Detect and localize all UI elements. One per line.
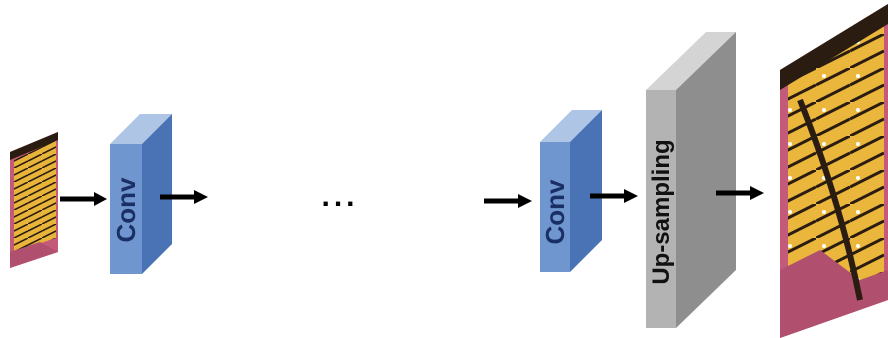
input-image [10, 132, 58, 268]
conv-block-2-side [570, 110, 602, 272]
conv-block-2-label: Conv [540, 179, 570, 245]
upsampling-block-side [676, 32, 736, 328]
upsampling-block-top [646, 32, 736, 90]
conv-block-1-side [142, 114, 172, 274]
arrow-2 [160, 190, 208, 204]
conv-block-2-front [540, 142, 570, 272]
output-image [780, 4, 888, 338]
upsampling-block-front [646, 90, 676, 328]
ellipsis: ... [321, 180, 358, 213]
conv-block-1-front [110, 144, 142, 274]
conv-block-1-label: Conv [111, 177, 141, 243]
conv-block-1: Conv [110, 114, 172, 274]
arrow-5 [716, 186, 764, 200]
conv-block-2-top [540, 110, 602, 142]
upsampling-block-label: Up-sampling [648, 139, 675, 284]
arrow-4 [590, 189, 638, 203]
conv-block-1-top [110, 114, 172, 144]
upsampling-block: Up-sampling [646, 32, 736, 328]
arrow-3 [484, 194, 532, 208]
conv-block-2: Conv [540, 110, 602, 272]
arrow-1 [60, 192, 107, 206]
